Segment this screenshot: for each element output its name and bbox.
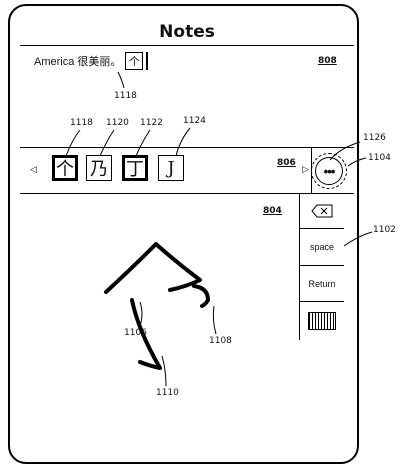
note-ref: 808	[318, 56, 337, 66]
candidate-4[interactable]: J	[158, 155, 184, 181]
more-outer-ref: 1104	[368, 153, 391, 163]
leader-cand-4	[175, 127, 191, 157]
handwriting-area-ref: 804	[263, 206, 282, 216]
stroke-ref-2: 1108	[209, 336, 232, 346]
return-button[interactable]: Return	[300, 266, 344, 302]
more-ref: 1126	[363, 133, 386, 143]
more-candidates-button[interactable]: •••	[315, 157, 343, 185]
leader-1126	[329, 141, 361, 161]
stroke-1106	[104, 242, 202, 294]
cursor-preview-char: 个	[125, 52, 144, 70]
candidate-top-divider	[20, 147, 354, 148]
more-highlight	[311, 153, 347, 189]
scroll-left-icon[interactable]: ◁	[30, 164, 37, 174]
leader-cand-2	[99, 129, 115, 157]
candidate-3[interactable]: 丁	[122, 155, 148, 181]
stroke-1108	[130, 298, 162, 370]
stroke-1110	[192, 284, 210, 308]
side-panel-ref: 1102	[373, 225, 396, 235]
stroke-ref-3: 1110	[156, 388, 179, 398]
cand-ref-1: 1118	[70, 118, 93, 128]
cand-ref-3: 1122	[140, 118, 163, 128]
leader-1108	[212, 305, 217, 335]
keyboard-button[interactable]	[300, 302, 344, 340]
delete-button[interactable]	[300, 193, 344, 229]
backspace-icon	[311, 204, 333, 217]
leader-1104	[347, 157, 367, 167]
leader-cand-3	[135, 129, 151, 157]
stroke-ref-1: 1106	[124, 328, 147, 338]
side-key-panel	[299, 193, 345, 340]
scroll-right-icon[interactable]: ▷	[302, 164, 309, 174]
title-divider	[20, 45, 354, 46]
leader-cand-1	[65, 129, 81, 157]
note-text-area[interactable]: America 很美丽。 个	[34, 52, 149, 70]
candidate-2[interactable]: 乃	[86, 155, 112, 181]
space-button[interactable]: space	[300, 229, 344, 266]
candidate-bar-ref: 806	[277, 158, 296, 168]
text-cursor	[146, 52, 149, 70]
leader-1110	[161, 355, 167, 387]
page-title: Notes	[159, 22, 215, 42]
cursor-ref: 1118	[114, 91, 137, 101]
candidate-1[interactable]: 个	[52, 155, 78, 181]
candidate-bottom-divider	[20, 193, 354, 194]
device-frame	[8, 4, 359, 464]
cand-ref-2: 1120	[106, 118, 129, 128]
note-text: America 很美丽。	[34, 56, 122, 68]
leader-1118-top	[117, 71, 125, 89]
cand-ref-4: 1124	[183, 116, 206, 126]
keyboard-icon	[308, 312, 336, 330]
leader-1102	[343, 231, 373, 247]
